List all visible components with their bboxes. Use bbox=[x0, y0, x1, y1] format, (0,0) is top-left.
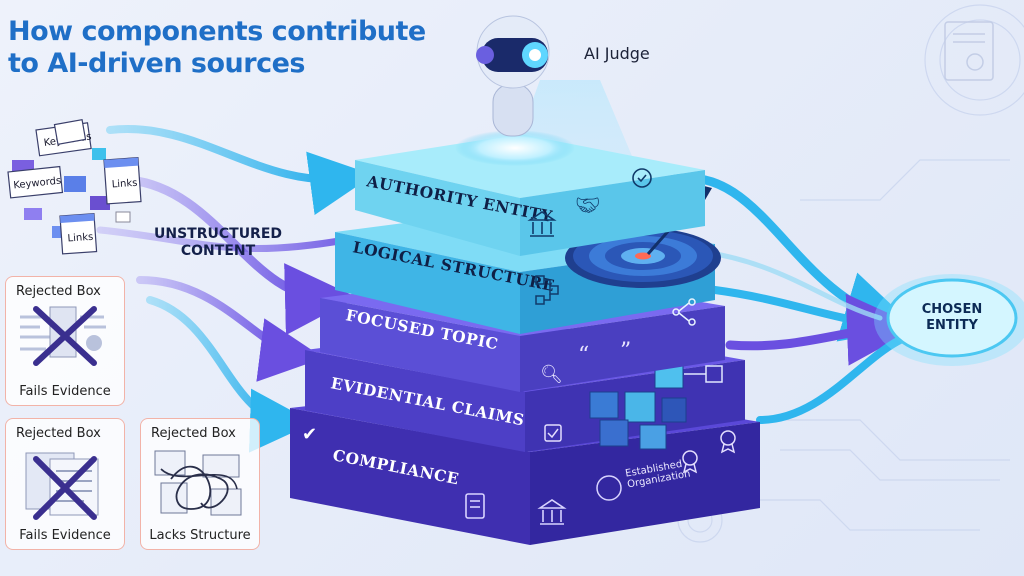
badge-icon-top bbox=[632, 168, 652, 188]
rejected-x-icon bbox=[20, 306, 106, 366]
bank-icon-top bbox=[527, 211, 557, 237]
checklist-icon bbox=[544, 424, 562, 442]
rejected-box-2: Rejected Box Fails Evidence bbox=[5, 418, 125, 550]
page-title: How components contribute to AI-driven s… bbox=[8, 16, 426, 80]
handshake-icon: 🤝︎ bbox=[575, 193, 600, 217]
unstructured-documents: Keywords Keywords Links Links bbox=[7, 119, 142, 255]
chosen-line-1: CHOSEN bbox=[921, 302, 983, 317]
rejected-box-title: Rejected Box bbox=[151, 426, 236, 441]
doc-label-links-1: Links bbox=[111, 178, 137, 191]
rejected-box-title: Rejected Box bbox=[16, 284, 101, 299]
award-icon bbox=[720, 430, 736, 454]
certificate-icon bbox=[944, 21, 994, 81]
doc-label-keywords-2: Keywords bbox=[13, 176, 62, 192]
tangled-documents-icon bbox=[154, 450, 242, 516]
unstructured-line-1: UNSTRUCTURED bbox=[154, 226, 283, 242]
check-icon: ✔ bbox=[302, 424, 317, 445]
ai-judge-label: AI Judge bbox=[584, 44, 650, 63]
chosen-entity-label: CHOSEN ENTITY bbox=[904, 302, 1000, 334]
puzzle-blocks bbox=[589, 359, 723, 450]
robot-icon bbox=[476, 15, 550, 137]
rejected-box-1: Rejected Box Fails Evidence bbox=[5, 276, 125, 406]
doc-links-1: Links bbox=[103, 156, 142, 205]
rejected-box-title: Rejected Box bbox=[16, 426, 101, 441]
doc-label-links-2: Links bbox=[67, 232, 93, 245]
quote-icon-2: ” bbox=[620, 339, 631, 364]
title-line-2: to AI-driven sources bbox=[8, 48, 305, 79]
input-flows bbox=[96, 125, 374, 453]
doc-keywords-2: Keywords bbox=[7, 165, 64, 199]
award-icon-2 bbox=[682, 450, 698, 474]
rejected-box-caption: Lacks Structure bbox=[149, 528, 251, 543]
rejected-x-icon bbox=[25, 452, 99, 520]
doc-links-2: Links bbox=[59, 212, 98, 255]
flowchart-icon bbox=[535, 275, 559, 305]
title-line-1: How components contribute bbox=[8, 16, 426, 47]
chosen-entity-disc bbox=[874, 274, 1024, 366]
layer-authority-entity: AUTHORITY ENTITY 🤝︎ bbox=[355, 134, 705, 256]
unstructured-line-2: CONTENT bbox=[180, 243, 256, 259]
network-icon bbox=[672, 298, 696, 326]
unstructured-content-label: UNSTRUCTURED CONTENT bbox=[154, 226, 282, 260]
chosen-line-2: ENTITY bbox=[926, 318, 978, 333]
rejected-box-3: Rejected Box Lacks Structure bbox=[140, 418, 260, 550]
rejected-box-caption: Fails Evidence bbox=[19, 384, 111, 399]
document-icon bbox=[465, 493, 485, 519]
quote-icon: “ bbox=[578, 343, 589, 368]
rejected-box-caption: Fails Evidence bbox=[19, 528, 111, 543]
magnifier-icon: 🔍︎ bbox=[540, 364, 563, 385]
bank-icon bbox=[537, 499, 567, 525]
pedestal-glow bbox=[455, 130, 575, 166]
